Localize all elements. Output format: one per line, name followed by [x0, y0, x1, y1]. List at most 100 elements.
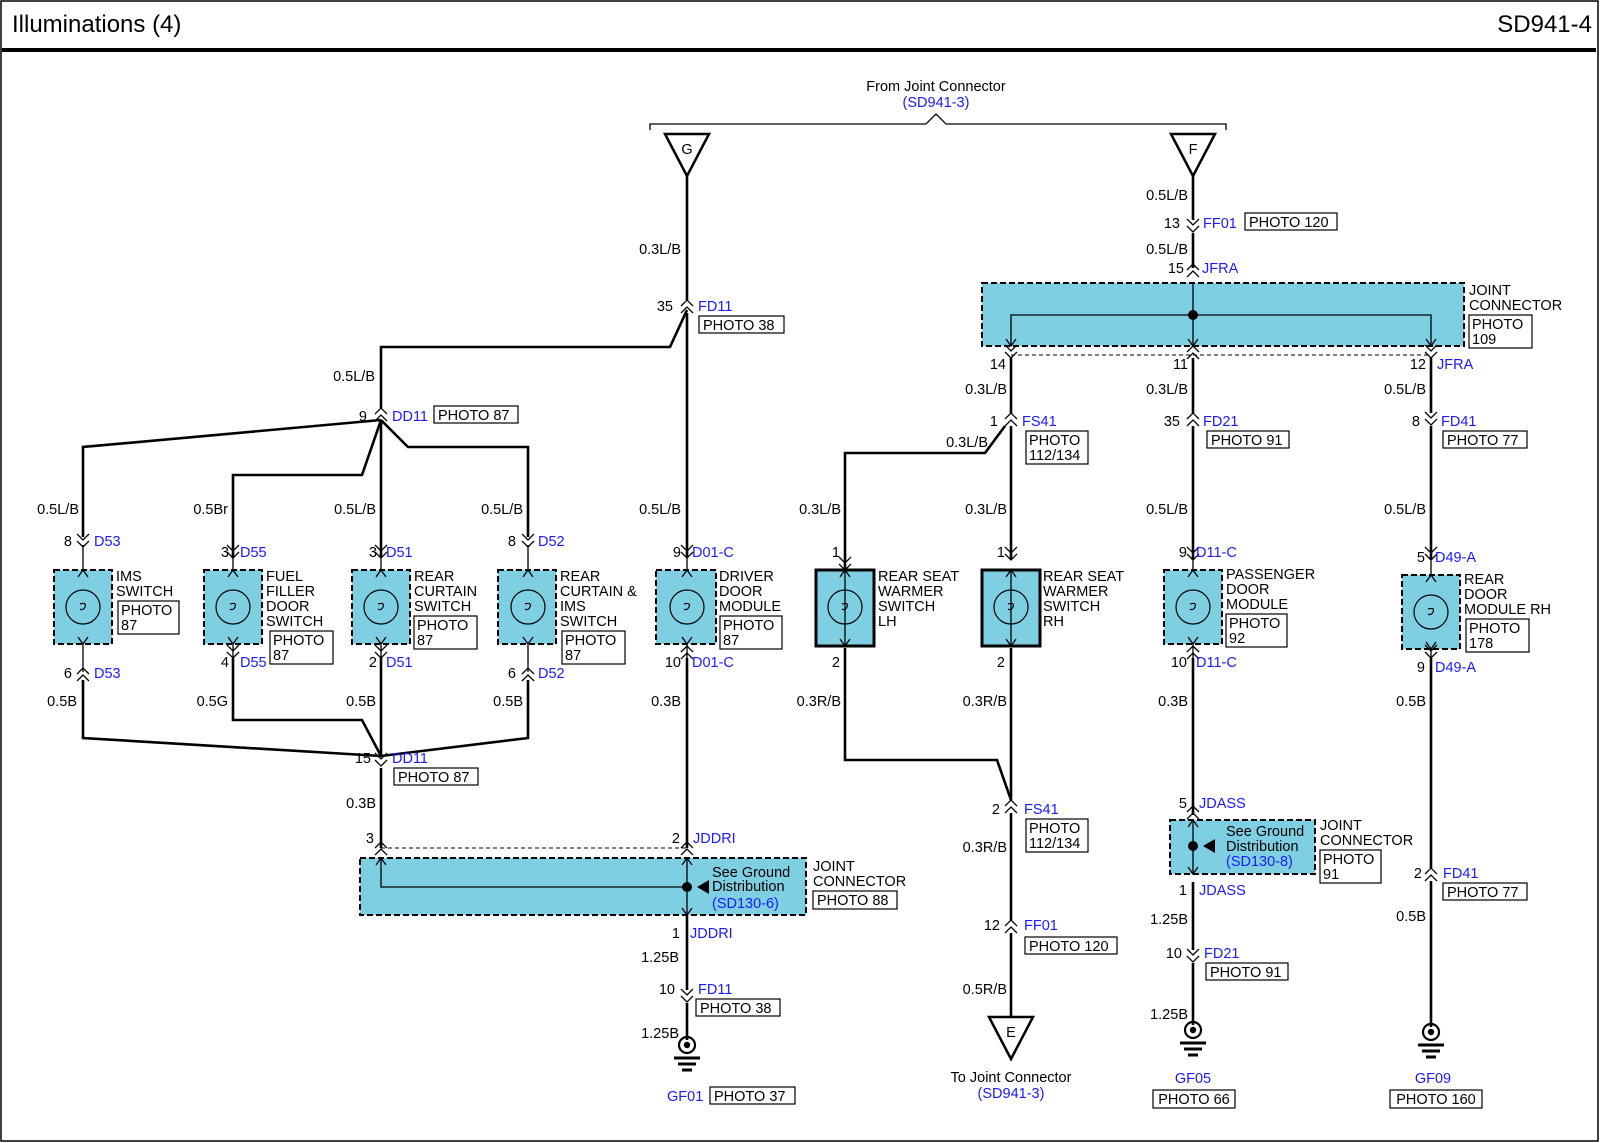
wire-label: 0.3R/B [797, 694, 841, 710]
pin-number: 9 [1179, 545, 1187, 561]
wire-label: 0.3B [1158, 694, 1188, 710]
curtain-photo-2: 87 [417, 633, 433, 649]
right-wires [843, 176, 1433, 1027]
pin-number: 9 [359, 409, 367, 425]
jfra-photo-1: PHOTO [1472, 317, 1523, 333]
passenger-photo-1: PHOTO [1229, 616, 1280, 632]
pin-number: 2 [997, 655, 1005, 671]
photo-box [1442, 430, 1528, 449]
jdass-ref-link[interactable]: (SD130-8) [1226, 854, 1293, 870]
pin-number: 10 [1166, 946, 1182, 962]
pin-number: 14 [990, 357, 1006, 373]
pin-number: 10 [659, 982, 675, 998]
jdass-label-2: CONNECTOR [1320, 833, 1413, 849]
wire-label: 0.3L/B [1146, 382, 1188, 398]
wire-label: 0.5L/B [1384, 382, 1426, 398]
wire-label: 0.5L/B [481, 502, 523, 518]
wire-label: 0.3B [651, 694, 681, 710]
photo-ref: PHOTO 38 [700, 1001, 771, 1017]
curtainims-label-2: CURTAIN & [560, 584, 637, 600]
to-joint-label: To Joint Connector [951, 1070, 1072, 1086]
photo-ref: PHOTO 77 [1447, 885, 1518, 901]
wire-label: 0.5B [47, 694, 77, 710]
connector-name: D55 [240, 545, 267, 561]
ground-name: GF09 [1415, 1071, 1451, 1087]
wire-label: 0.3R/B [963, 840, 1007, 856]
wire-label: 0.5B [1396, 694, 1426, 710]
passenger-photo-box [1225, 613, 1288, 648]
pin-number: 35 [1164, 414, 1180, 430]
pin-number: 3 [369, 545, 377, 561]
page-code: SD941-4 [1497, 11, 1592, 38]
connector-name: D55 [240, 655, 267, 671]
wire-label: 0.3L/B [965, 502, 1007, 518]
wire-label: 0.5B [493, 694, 523, 710]
curtainims-label-1: REAR [560, 569, 600, 585]
terminal-g-triangle [662, 132, 712, 179]
photo-box [709, 1086, 796, 1105]
jdass-photo-2: 91 [1323, 867, 1339, 883]
photo-ref: PHOTO 87 [398, 770, 469, 786]
photo-box [1025, 430, 1089, 465]
photo-box [1206, 430, 1290, 449]
joint-connector-jfra [981, 282, 1465, 356]
left-wires [81, 176, 689, 1040]
reardoor-label-2: DOOR [1464, 587, 1508, 603]
wire-label: 0.5L/B [1146, 502, 1188, 518]
photo-box [433, 405, 519, 424]
pin-number: 8 [64, 534, 72, 550]
driver-door-module [655, 558, 717, 658]
connector-name: D52 [538, 666, 565, 682]
pin-number: 9 [673, 545, 681, 561]
connector-name: DD11 [392, 751, 428, 767]
seatrh-label-3: SWITCH [1043, 599, 1100, 615]
fuel-photo-1: PHOTO [273, 633, 324, 649]
pin-number: 13 [1164, 216, 1180, 232]
seatrh-label-4: RH [1043, 614, 1064, 630]
connector-name: D53 [94, 666, 121, 682]
photo-ref: PHOTO 87 [438, 408, 509, 424]
photo-ref: PHOTO 66 [1158, 1092, 1229, 1108]
connector-name: FD21 [1203, 414, 1238, 430]
fuel-label-1: FUEL [266, 569, 303, 585]
photo-ref: PHOTO 91 [1211, 433, 1282, 449]
connector-name: JDDRI [693, 831, 736, 847]
photo-ref: PHOTO 160 [1396, 1092, 1476, 1108]
ims-switch [53, 545, 113, 672]
connector-name: D51 [386, 545, 413, 561]
photo-box [1389, 1089, 1483, 1109]
photo-ref: PHOTO 77 [1447, 433, 1518, 449]
pin-number: 3 [366, 831, 374, 847]
wire-label: 0.5L/B [1146, 242, 1188, 258]
connector-name: FD21 [1204, 946, 1239, 962]
connector-name: FD11 [698, 982, 732, 998]
wire-label: 1.25B [641, 1026, 679, 1042]
wire-label: 0.3L/B [799, 502, 841, 518]
photo-ref: 112/134 [1029, 448, 1080, 464]
connector-name: D52 [538, 534, 565, 550]
wire-label: 0.3R/B [963, 694, 1007, 710]
fuel-label-3: DOOR [266, 599, 310, 615]
pin-number: 1 [997, 545, 1005, 561]
pin-number: 3 [221, 545, 229, 561]
connector-name: FD41 [1441, 414, 1476, 430]
curtainims-label-4: SWITCH [560, 614, 617, 630]
connector-name: D51 [386, 655, 413, 671]
jddri-photo-box [812, 890, 898, 910]
fuel-photo-box [269, 630, 334, 665]
photo-box [698, 315, 785, 334]
fuel-photo-2: 87 [273, 648, 289, 664]
from-joint-label: From Joint Connector [866, 79, 1006, 95]
ims-photo-2: 87 [121, 618, 137, 634]
terminal-f-triangle [1168, 132, 1218, 179]
wire-label: 0.3L/B [639, 242, 681, 258]
photo-ref: PHOTO [1029, 433, 1080, 449]
terminal-g-label: G [681, 142, 692, 158]
reardoor-photo-box [1465, 618, 1530, 653]
rear-door-module-rh [1401, 560, 1461, 658]
jddri-ref-link[interactable]: (SD130-6) [712, 896, 779, 912]
pin-number: 4 [221, 655, 229, 671]
ims-photo-box [117, 600, 180, 635]
